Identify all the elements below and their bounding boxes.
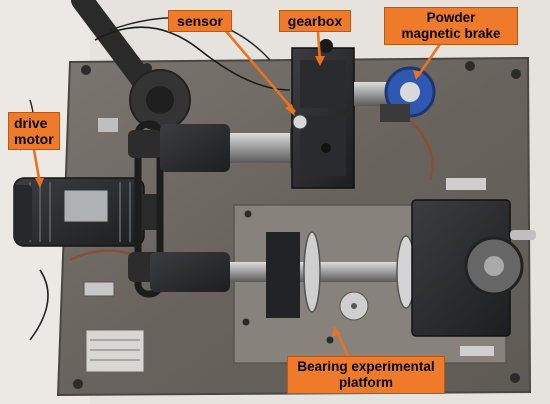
label-motor-line1: drive [14, 115, 48, 131]
bolts [73, 61, 521, 389]
label-bearing-line1: Bearing experimental [297, 359, 435, 374]
label-motor-line2: motor [14, 131, 54, 148]
label-bearing-line2: platform [339, 374, 393, 390]
nameplate [85, 329, 145, 373]
label-brake-line1: Powder [426, 10, 476, 25]
loading-block [411, 178, 536, 356]
label-powder-magnetic-brake: Powder magnetic brake [384, 7, 518, 45]
sensor [292, 114, 308, 130]
label-sensor: sensor [168, 10, 232, 32]
label-brake-line2: magnetic brake [401, 25, 501, 41]
powder-magnetic-brake [380, 66, 436, 122]
lower-shaft-assembly [150, 231, 430, 321]
label-drive-motor: drive motor [8, 112, 60, 150]
label-bearing-platform: Bearing experimental platform [287, 356, 445, 394]
gearbox [291, 39, 355, 189]
label-gearbox: gearbox [279, 10, 351, 32]
